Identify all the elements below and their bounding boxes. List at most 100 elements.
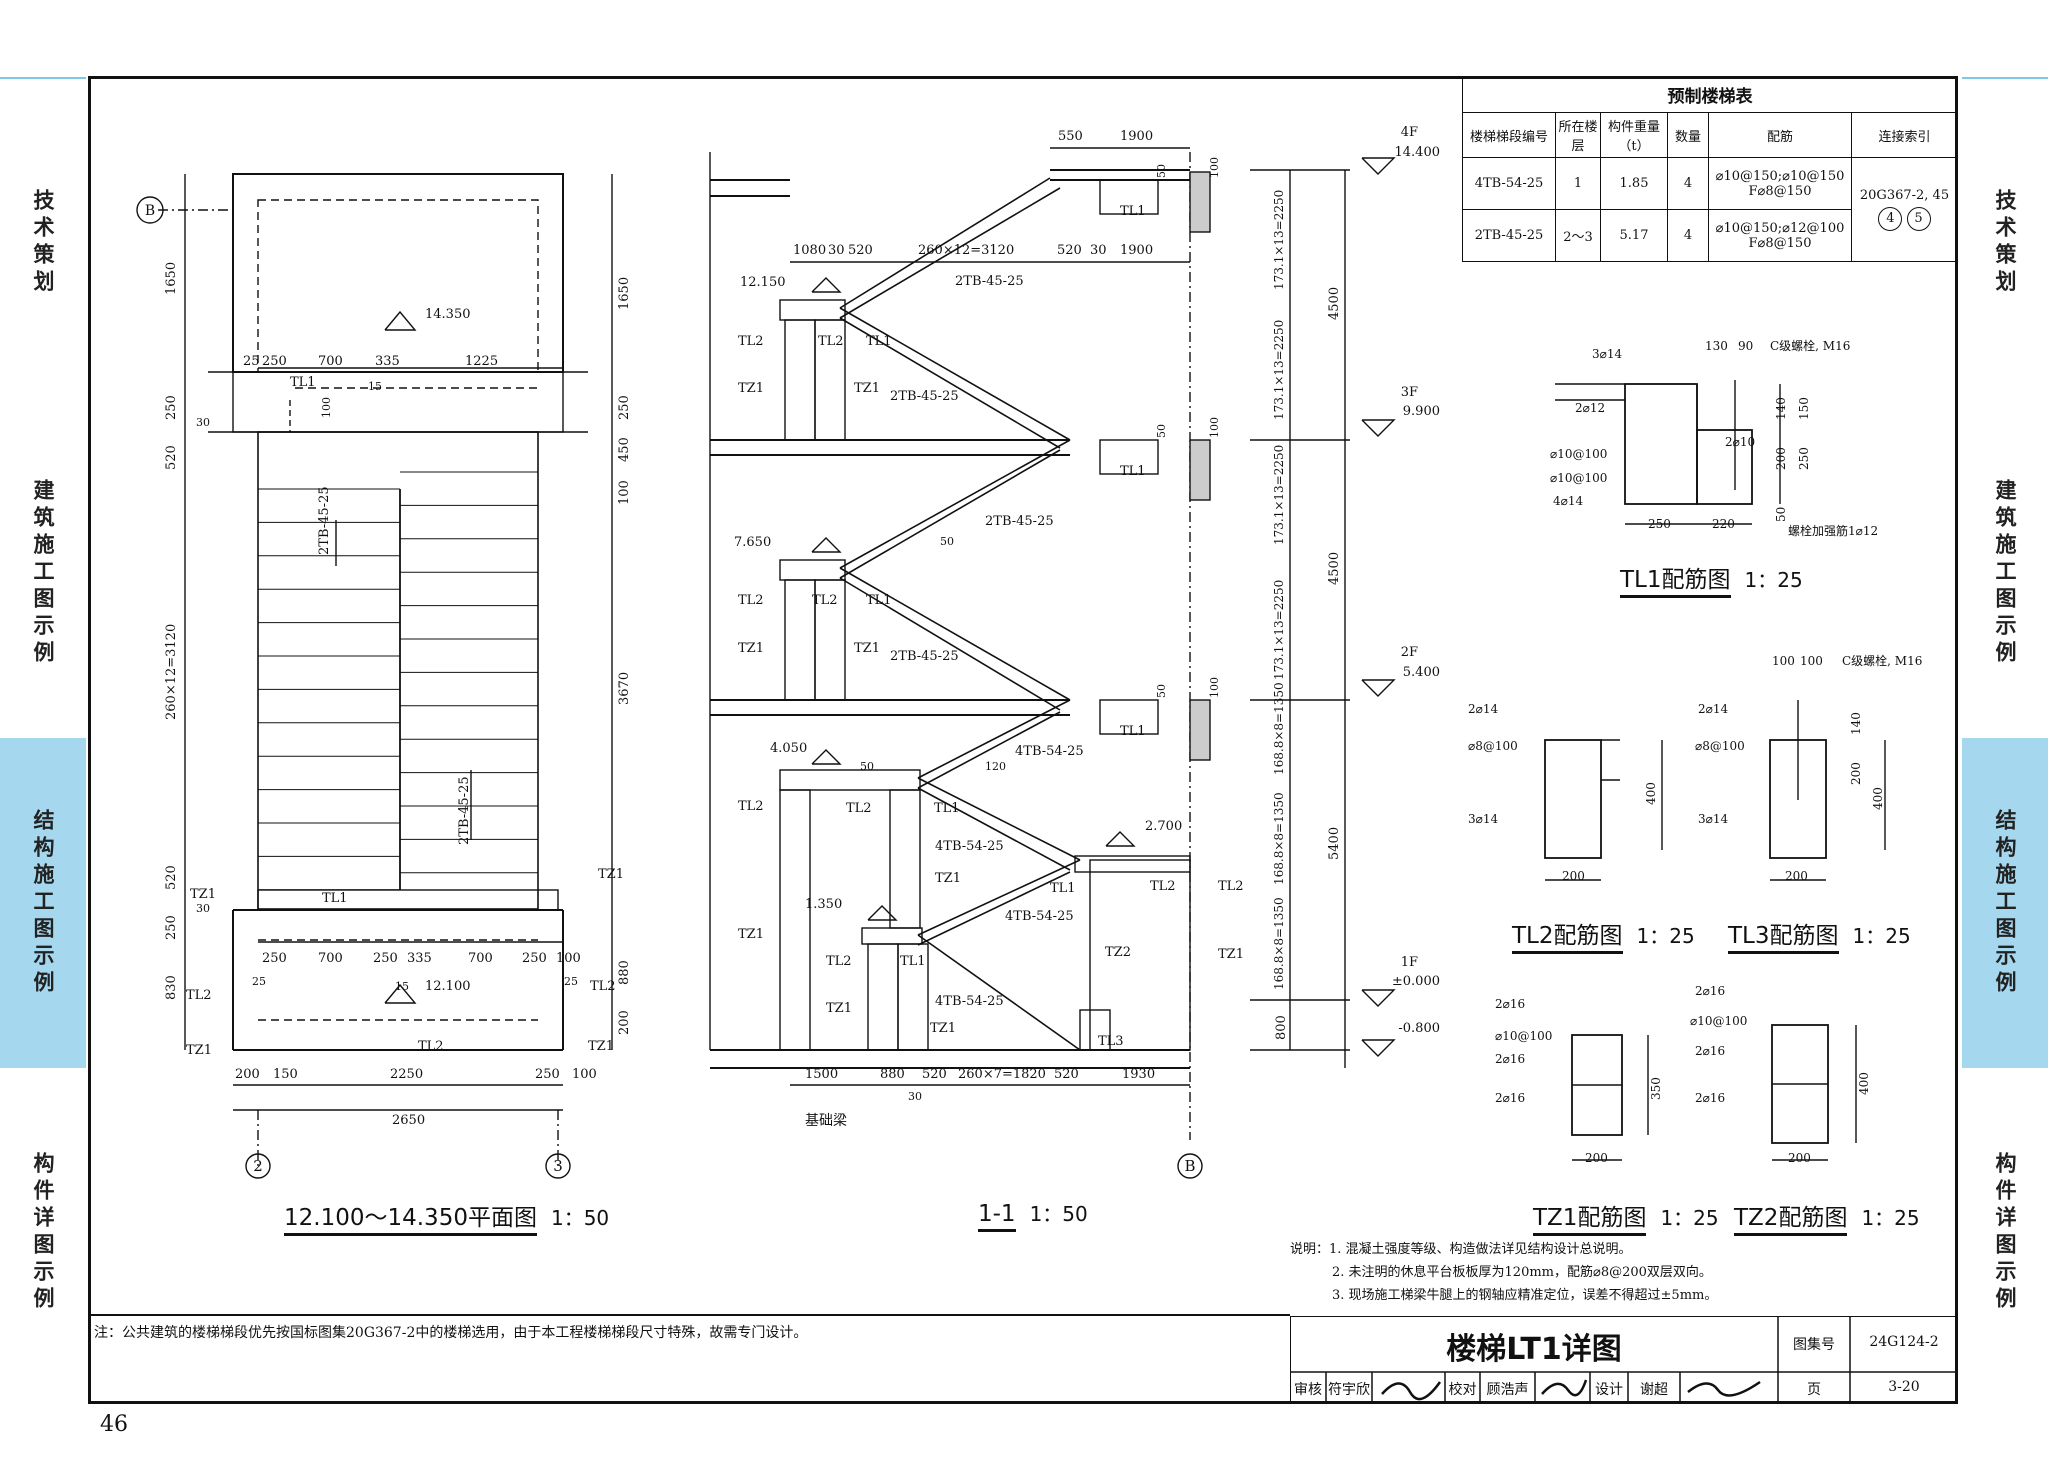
plan-dim-bot-2: 2250 [390, 1067, 423, 1082]
landing-elev-3: 2.700 [1145, 819, 1182, 834]
section-small-7: 50 [860, 760, 874, 773]
plan-small-2: 100 [320, 397, 333, 418]
tl3-note-bolt: C级螺栓, M16 [1842, 653, 1922, 668]
side-tab-left-2[interactable]: 建筑施工图示例 [31, 478, 55, 668]
section-label-13: TL2 [738, 799, 764, 814]
tz1-dim-1: 200 [1585, 1151, 1608, 1165]
side-tab-left-1[interactable]: 技术策划 [31, 189, 55, 297]
plan-dim-bot-1: 150 [273, 1067, 298, 1082]
section-label-1: TL1 [1120, 464, 1146, 479]
tl1-dim-8: 220 [1712, 517, 1735, 531]
section-dim-inner-0: 173.1×13=2250 [1272, 190, 1286, 290]
run-2tb-0: 2TB-45-25 [955, 274, 1024, 289]
tl1-dim-4: 200 [1774, 447, 1788, 470]
plan-label-tz1-d: TZ1 [588, 1039, 614, 1054]
table-header-floor: 所在楼层 [1555, 112, 1601, 158]
table-cell-floor: 2～3 [1555, 209, 1601, 262]
link-circle-4: 4 [1878, 207, 1903, 231]
table-cell-weight: 1.85 [1600, 157, 1668, 210]
section-label-18: TL2 [826, 954, 852, 969]
section-label-17: TZ1 [738, 927, 764, 942]
plan-run-label-2: 2TB-45-25 [457, 776, 472, 845]
section-dim-bot-5: 1930 [1122, 1067, 1155, 1082]
tz1-bar-3: 2⌀16 [1495, 1091, 1525, 1105]
section-label-11: TZ1 [738, 641, 764, 656]
plan-small-6: 25 [564, 975, 578, 988]
tl3-dim-4: 400 [1871, 787, 1885, 810]
section-small-2: 50 [1155, 424, 1168, 438]
section-dim-top1-1: 1900 [1120, 129, 1153, 144]
plan-dim-total: 2650 [392, 1113, 425, 1128]
section-dim-top2-6: 1900 [1120, 243, 1153, 258]
section-dim-top2-2: 520 [848, 243, 873, 258]
tz2-bar-2: 2⌀16 [1695, 1044, 1725, 1058]
section-label-23: TZ2 [1105, 945, 1131, 960]
tl1-dim-5: 250 [1797, 447, 1811, 470]
side-tab-right-4[interactable]: 构件详图示例 [1993, 1152, 2017, 1314]
page-label: 页 [1807, 1382, 1821, 1398]
plan-small-5: 30 [196, 902, 210, 915]
floor-elev-1f: ±0.000 [1392, 974, 1440, 989]
side-tab-left-3[interactable]: 结构施工图示例 [0, 738, 86, 1068]
section-dim-bot-2: 520 [922, 1067, 947, 1082]
plan-label-tl1-top: TL1 [290, 375, 316, 390]
section-scale: 1：50 [1029, 1202, 1088, 1226]
section-label-6: TZ1 [738, 381, 764, 396]
plan-dim-left-0: 1650 [164, 262, 179, 295]
table-header-weight: 构件重量（t） [1600, 112, 1668, 158]
floor-elev-base: -0.800 [1398, 1021, 1440, 1036]
section-dim-bot-small: 30 [908, 1090, 922, 1103]
tl1-bar-5: 2⌀10 [1725, 435, 1755, 449]
note-item-3: 3. 现场施工梯梁牛腿上的钢轴应精准定位，误差不得超过±5mm。 [1332, 1288, 1718, 1303]
section-label-9: TL2 [812, 593, 838, 608]
section-dim-inner-1: 173.1×13=2250 [1272, 320, 1286, 420]
tl2-scale: 1：25 [1636, 924, 1695, 948]
side-tab-right-3[interactable]: 结构施工图示例 [1962, 738, 2048, 1068]
designer-name: 谢超 [1640, 1382, 1668, 1398]
tl2-dim-0: 400 [1644, 782, 1658, 805]
plan-dim-top-2: 700 [318, 354, 343, 369]
table-header-qty: 数量 [1667, 112, 1709, 158]
section-label-21: TZ1 [826, 1001, 852, 1016]
table-cell-rebar-line1: ⌀10@150;⌀12@100 [1715, 220, 1845, 236]
tl1-dim-6: 50 [1774, 507, 1788, 522]
tl3-dim-1: 100 [1800, 654, 1823, 668]
plan-title-text: 12.100～14.350平面图 [284, 1205, 537, 1236]
side-tab-left-4[interactable]: 构件详图示例 [31, 1152, 55, 1314]
section-label-20: TL1 [900, 954, 926, 969]
tz2-bar-1: ⌀10@100 [1690, 1014, 1747, 1028]
plan-dim-right-0: 1650 [617, 277, 632, 310]
tl3-dim-3: 200 [1849, 762, 1863, 785]
tl1-note-rebar: 螺栓加强筋1⌀12 [1788, 523, 1878, 538]
table-cell-id: 4TB-54-25 [1462, 157, 1556, 210]
page-number: 46 [100, 1412, 128, 1437]
plan-dim-mid-4: 700 [468, 951, 493, 966]
side-tab-right-2[interactable]: 建筑施工图示例 [1993, 478, 2017, 668]
checker-name: 顾浩声 [1486, 1382, 1529, 1398]
plan-dim-top-3: 335 [375, 354, 400, 369]
plan-dim-mid-2: 250 [373, 951, 398, 966]
tl3-scale: 1：25 [1852, 924, 1911, 948]
landing-elev-4: 1.350 [805, 897, 842, 912]
section-label-8: TL2 [738, 593, 764, 608]
section-label-26: TL2 [1150, 879, 1176, 894]
section-dim-top2-4: 520 [1057, 243, 1082, 258]
tz2-dim-1: 200 [1788, 1151, 1811, 1165]
section-dim-outer-3: 800 [1274, 1015, 1289, 1040]
floor-name-3f: 3F [1401, 385, 1418, 400]
section-label-16: TZ1 [935, 871, 961, 886]
title-block: 楼梯LT1详图 图集号 24G124-2 审核 符宇欣 校对 顾浩声 设计 谢超… [1290, 1316, 1958, 1404]
run-2tb-1: 2TB-45-25 [890, 389, 959, 404]
floor-elev-3f: 9.900 [1403, 404, 1440, 419]
section-dim-inner-6: 168.8×8=1350 [1272, 897, 1286, 990]
side-tab-right-1[interactable]: 技术策划 [1993, 189, 2017, 297]
tl2-bar-2: 3⌀14 [1468, 812, 1498, 826]
table-cell-rebar-line1: ⌀10@150;⌀10@150 [1715, 168, 1845, 184]
section-dim-bot-4: 520 [1054, 1067, 1079, 1082]
landing-elev-1: 7.650 [734, 535, 771, 550]
